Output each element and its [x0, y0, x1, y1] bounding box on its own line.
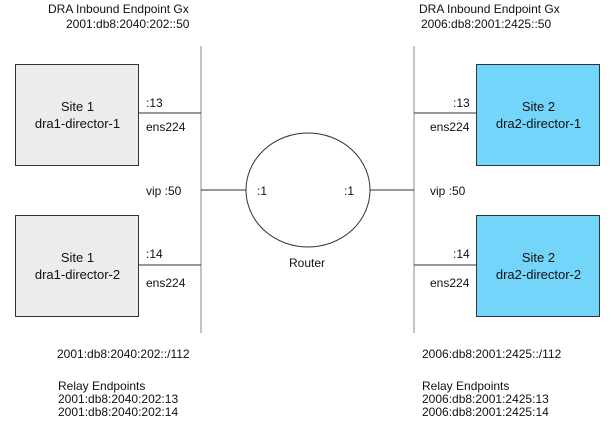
site1-director2-box — [15, 215, 139, 317]
site1-director2-iface: ens224 — [146, 276, 186, 290]
site1-director1-label: Site 1 dra1-director-1 — [16, 98, 139, 132]
right-relay-endpoint-1: 2006:db8:2001:2425:13 — [422, 392, 549, 406]
site1-director1-port: :13 — [146, 96, 163, 110]
left-endpoint-title: DRA Inbound Endpoint Gx — [48, 2, 189, 16]
site2-director2-port: :14 — [453, 247, 470, 261]
site2-director2-box — [476, 215, 600, 317]
site1-director2-port: :14 — [146, 247, 163, 261]
left-relay-endpoints: Relay Endpoints 2001:db8:2040:202:13 200… — [58, 380, 178, 419]
site2-director1-name: dra2-director-1 — [495, 116, 582, 131]
site2-director1-title: Site 2 — [521, 99, 556, 114]
router-right-port: :1 — [344, 184, 355, 198]
site1-director1-title: Site 1 — [60, 99, 95, 114]
site1-director2-name: dra1-director-2 — [34, 267, 121, 282]
right-relay-title: Relay Endpoints — [422, 379, 510, 393]
site1-director1-iface: ens224 — [146, 120, 186, 134]
site2-director1-iface: ens224 — [430, 120, 470, 134]
left-subnet: 2001:db8:2040:202::/112 — [57, 347, 190, 361]
left-endpoint-address: 2001:db8:2040:202::50 — [66, 17, 190, 31]
site2-director1-box — [476, 64, 600, 166]
left-relay-endpoint-1: 2001:db8:2040:202:13 — [58, 392, 179, 406]
router-left-port: :1 — [257, 184, 268, 198]
right-endpoint-title: DRA Inbound Endpoint Gx — [419, 2, 560, 16]
site2-director2-title: Site 2 — [521, 250, 556, 265]
router-label: Router — [289, 256, 326, 270]
left-relay-endpoint-2: 2001:db8:2040:202:14 — [58, 405, 179, 419]
left-vip-label: vip :50 — [146, 184, 182, 198]
router-circle — [245, 132, 371, 248]
site2-director2-label: Site 2 dra2-director-2 — [477, 249, 600, 283]
site2-director2-iface: ens224 — [430, 276, 470, 290]
site1-director2-label: Site 1 dra1-director-2 — [16, 249, 139, 283]
site2-director1-label: Site 2 dra2-director-1 — [477, 98, 600, 132]
left-relay-title: Relay Endpoints — [58, 379, 146, 393]
site2-director2-name: dra2-director-2 — [495, 267, 582, 282]
site1-director1-name: dra1-director-1 — [34, 116, 121, 131]
right-vip-label: vip :50 — [430, 184, 466, 198]
right-subnet: 2006:db8:2001:2425::/112 — [422, 347, 562, 361]
right-endpoint-address: 2006:db8:2001:2425::50 — [421, 17, 552, 31]
site1-director1-box — [15, 64, 139, 166]
right-relay-endpoints: Relay Endpoints 2006:db8:2001:2425:13 20… — [422, 380, 549, 419]
right-relay-endpoint-2: 2006:db8:2001:2425:14 — [422, 405, 549, 419]
site1-director2-title: Site 1 — [60, 250, 95, 265]
site2-director1-port: :13 — [453, 96, 470, 110]
